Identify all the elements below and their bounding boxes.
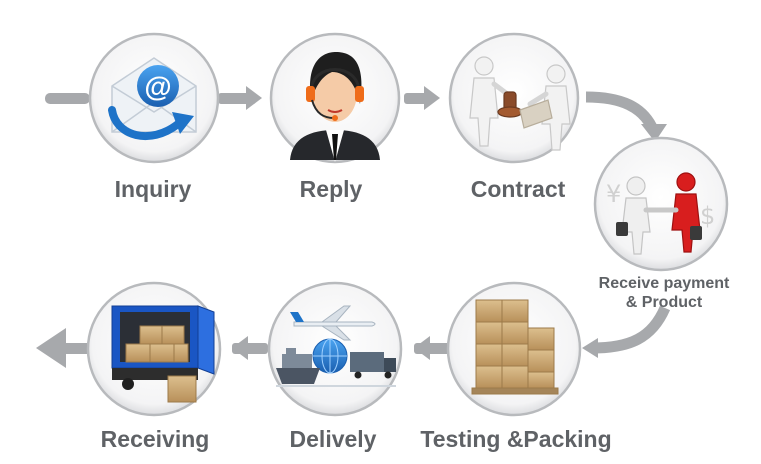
arrow-head-icon — [641, 124, 667, 142]
step-reply — [269, 32, 401, 164]
entry-line — [45, 93, 90, 104]
step-label-receive-payment-line1: Receive payment — [598, 275, 730, 292]
step-label-receive-payment-line2: & Product — [625, 294, 703, 311]
step-label-receive-payment: Receive payment & Product — [599, 274, 730, 312]
handshake-payment-icon: ¥ $ — [606, 172, 715, 255]
step-label-delively: Delively — [289, 426, 377, 452]
stacked-boxes-pallet-icon — [471, 299, 559, 395]
step-inquiry: @ — [88, 32, 220, 164]
step-label-receiving: Receiving — [100, 426, 210, 452]
connector-arrows — [36, 86, 671, 368]
svg-text:@: @ — [144, 71, 171, 102]
arrow-head-icon — [424, 86, 440, 110]
step-delively — [267, 281, 403, 417]
step-contract — [448, 32, 580, 164]
arrow-head-icon — [232, 336, 248, 360]
step-label-testing-packing: Testing &Packing — [420, 426, 612, 452]
step-label-contract: Contract — [470, 176, 566, 202]
email-at-icon: @ — [108, 57, 197, 141]
step-receiving — [86, 281, 222, 417]
step-receive-payment: ¥ $ — [593, 136, 729, 272]
exit-arrow-head-icon — [36, 328, 66, 368]
customer-service-headset-icon — [290, 52, 380, 162]
step-label-reply: Reply — [299, 176, 363, 202]
step-testing-packing — [446, 281, 582, 417]
arrow-head-icon — [246, 86, 262, 110]
plane-ship-globe-icon — [276, 305, 396, 387]
svg-text:$: $ — [700, 202, 715, 230]
arrow-head-icon — [582, 338, 598, 358]
curve-connector — [591, 305, 671, 354]
delivery-truck-icon — [111, 305, 215, 403]
contract-stamp-icon — [469, 56, 571, 151]
step-label-inquiry: Inquiry — [114, 176, 192, 202]
arrow-head-icon — [414, 336, 430, 360]
svg-text:¥: ¥ — [606, 180, 621, 208]
